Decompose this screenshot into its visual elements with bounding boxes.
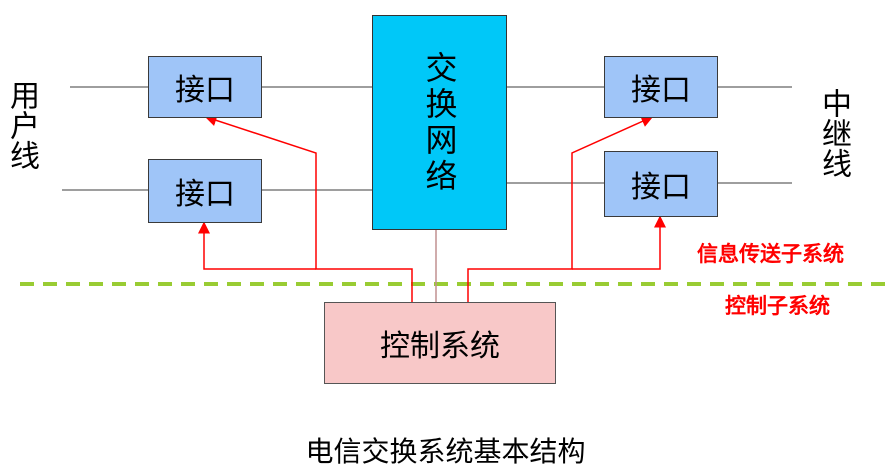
- interface-label: 接口: [631, 73, 691, 108]
- control-arrow-if4: [572, 215, 666, 270]
- interface-label: 接口: [631, 170, 691, 205]
- interface-box-3: 接口: [604, 56, 718, 118]
- control-subsystem-label: 控制子系统: [725, 294, 830, 318]
- interface-box-4: 接口: [604, 151, 718, 217]
- control-system-box: 控制系统: [324, 302, 556, 384]
- interface-box-2: 接口: [148, 159, 262, 223]
- control-arrow-if2: [198, 221, 316, 270]
- trunk-line-label: 中继线: [816, 88, 851, 178]
- interface-label: 接口: [175, 177, 235, 212]
- diagram-caption: 电信交换系统基本结构: [305, 435, 586, 468]
- user-line-label: 用户线: [4, 80, 39, 170]
- switch-network-box: 交换网络: [372, 15, 507, 230]
- interface-box-1: 接口: [148, 56, 262, 118]
- info-subsystem-label: 信息传送子系统: [697, 242, 844, 266]
- interface-label: 接口: [175, 73, 235, 108]
- switch-network-label: 交换网络: [420, 50, 459, 195]
- control-system-label: 控制系统: [380, 329, 500, 364]
